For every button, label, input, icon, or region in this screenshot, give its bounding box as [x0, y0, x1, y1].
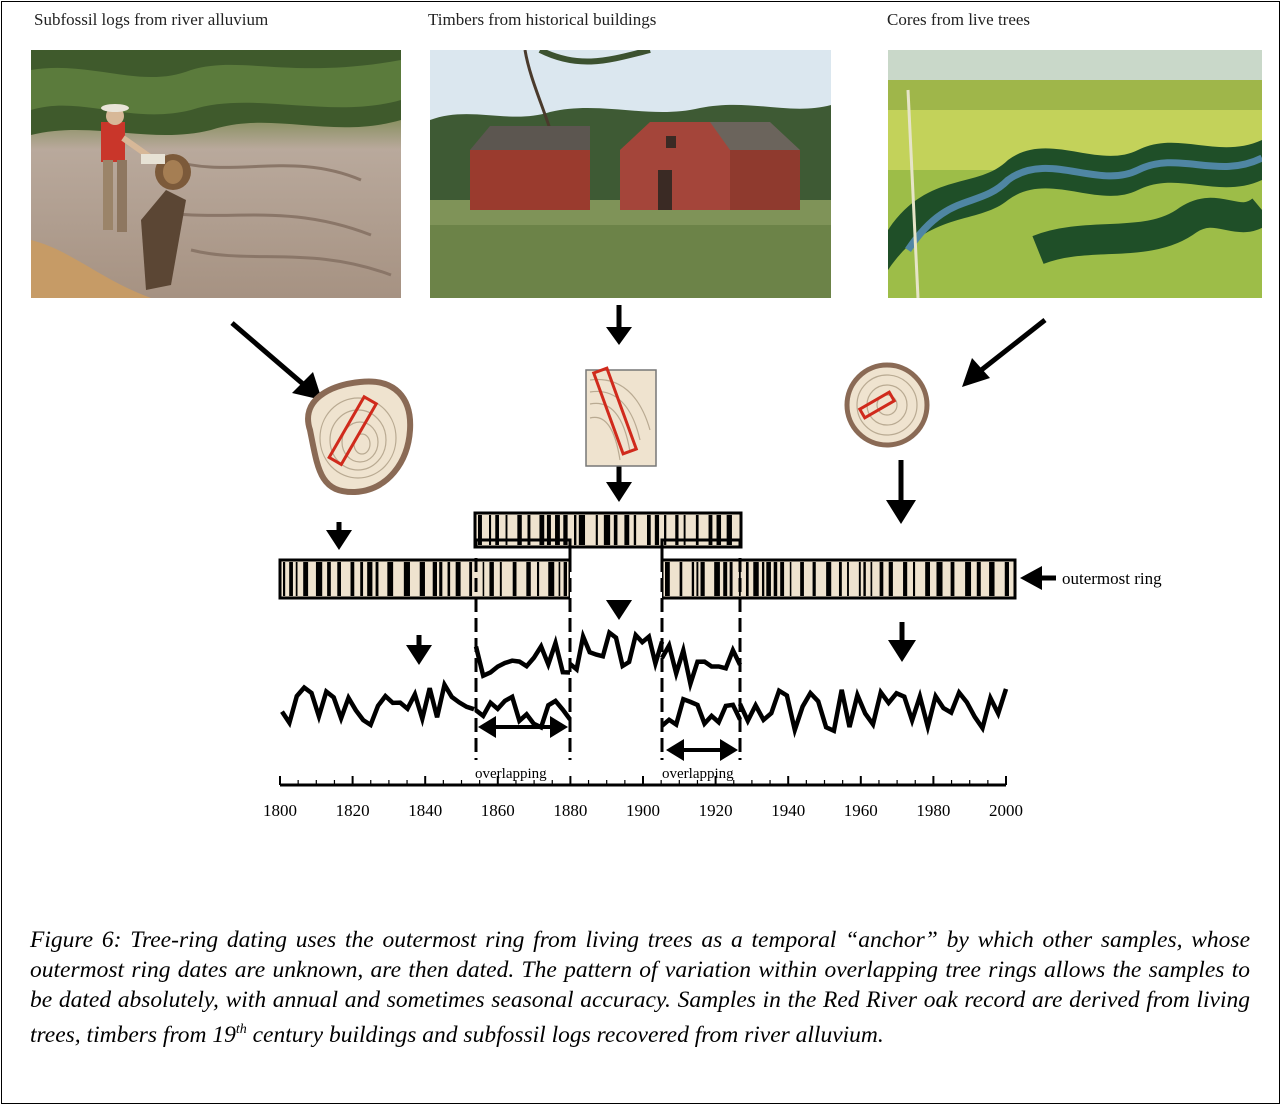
arrow-left-down-head [406, 645, 432, 665]
overlap-label-right: overlapping [662, 766, 734, 782]
axis-tick-label: 1820 [336, 801, 370, 820]
overlap-label-left: overlapping [475, 766, 547, 782]
series-live-c [737, 687, 1009, 739]
overlap-arrows [478, 716, 738, 761]
axis-tick-label: 1960 [844, 801, 878, 820]
arrows-top [230, 305, 1056, 665]
ring-bar-subfossil [278, 558, 572, 600]
timber-cross-section [585, 366, 657, 467]
axis-tick-label: 1840 [408, 801, 442, 820]
arrow-subfossil-diag-head [292, 372, 322, 400]
arrow-right-down-head [888, 640, 916, 662]
ring-bar-live [660, 558, 1017, 600]
arrow-mid-down-head [604, 597, 634, 620]
arrow-timber-down-head [606, 482, 632, 502]
axis-tick-label: 1920 [699, 801, 733, 820]
panel-title-timbers: Timbers from historical buildings [428, 10, 657, 29]
panel-title-cores: Cores from live trees [887, 10, 1031, 29]
axis-tick-label: 1900 [626, 801, 660, 820]
ring-bar-timbers [473, 511, 743, 549]
tree-ring-diagram: overlapping overlapping 1800 1820 1840 1860… [230, 305, 1162, 820]
overlap-guides [474, 538, 742, 760]
arrow-subfossil-down-head [326, 530, 352, 550]
panel-title-subfossil: Subfossil logs from river alluvium [34, 10, 269, 29]
subfossil-log-photo [31, 50, 401, 298]
arrow-live-diag [973, 318, 1047, 377]
series-live-a [660, 639, 743, 693]
series-timber-a [473, 634, 571, 679]
caption-superscript: th [235, 1022, 247, 1037]
series-timber-b [474, 693, 572, 731]
axis-tick-label: 2000 [989, 801, 1023, 820]
axis-tick-label: 1940 [771, 801, 805, 820]
arrow-timber-top-head [606, 327, 632, 345]
axis-tick-label: 1800 [263, 801, 297, 820]
caption-text-1: Figure 6: Tree-ring dating uses the oute… [30, 927, 1250, 1048]
series-subfossil [280, 678, 475, 729]
series-live-b [660, 696, 743, 729]
arrow-outermost-head [1020, 566, 1042, 590]
arrow-live-diag-head [962, 358, 990, 387]
river-aerial-photo [888, 50, 1262, 298]
arrow-live-down-head [886, 500, 916, 524]
axis-tick-label: 1980 [916, 801, 950, 820]
outermost-ring-label: outermost ring [1062, 569, 1162, 588]
live-tree-cross-section [844, 362, 930, 448]
ring-bar-patterns [278, 511, 1017, 600]
axis-tick-label: 1880 [553, 801, 587, 820]
ring-width-series [280, 628, 1009, 739]
caption-text-2: century buildings and subfossil logs rec… [246, 1021, 884, 1048]
arrow-subfossil-diag [230, 321, 312, 392]
axis-tick-label: 1860 [481, 801, 515, 820]
year-axis: 1800 1820 1840 1860 1880 1900 1920 1940 1960 1980… [263, 776, 1023, 820]
figure-caption: Figure 6: Tree-ring dating uses the oute… [30, 925, 1250, 1050]
historical-barn-photo [430, 50, 831, 298]
subfossil-cross-section [305, 378, 414, 496]
series-mid [568, 628, 665, 674]
